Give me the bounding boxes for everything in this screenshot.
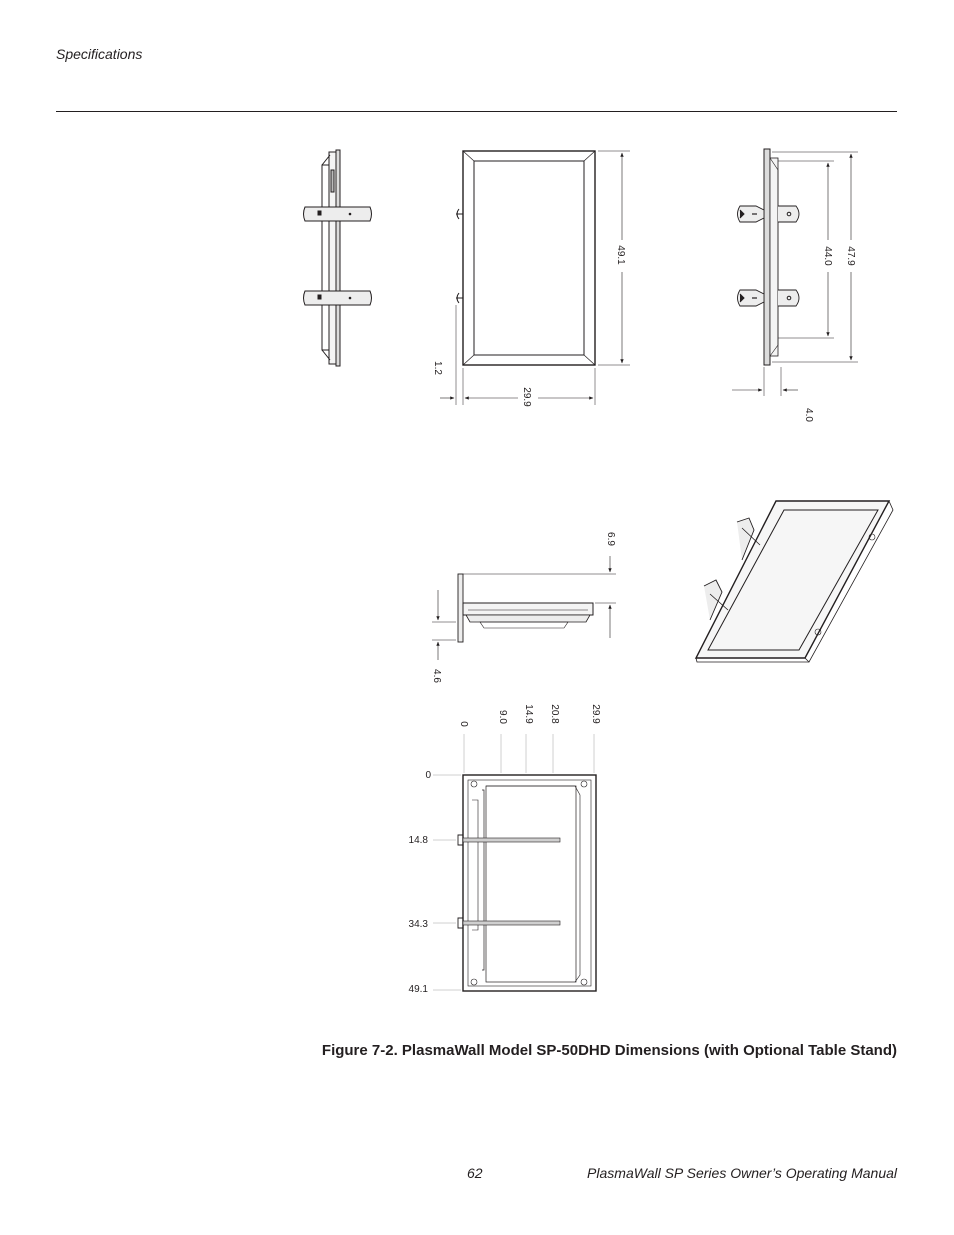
rear-y-tick: 34.3 xyxy=(409,919,429,930)
dimension-drawings: 49.1 29.9 1.2 44.0 47.9 4.0 xyxy=(303,148,894,995)
header-rule xyxy=(56,111,897,112)
front-width-label: 29.9 xyxy=(521,387,532,407)
side-view-left xyxy=(303,149,372,367)
page-number: 62 xyxy=(467,1165,483,1181)
rear-x-tick: 0 xyxy=(458,721,469,727)
perspective-view xyxy=(694,500,894,663)
front-height-label: 49.1 xyxy=(615,245,626,265)
rear-view xyxy=(433,734,597,992)
rear-y-tick: 0 xyxy=(425,770,431,781)
side-view-right xyxy=(732,148,858,396)
side-depth-label: 4.0 xyxy=(803,408,814,422)
stand-depth-label: 4.6 xyxy=(431,669,442,683)
top-view xyxy=(432,556,616,660)
rear-x-tick: 29.9 xyxy=(590,704,601,724)
manual-title: PlasmaWall SP Series Owner’s Operating M… xyxy=(587,1165,897,1181)
rear-x-tick: 9.0 xyxy=(497,710,508,724)
figure-caption: Figure 7-2. PlasmaWall Model SP-50DHD Di… xyxy=(321,1042,897,1059)
rear-x-tick: 20.8 xyxy=(549,704,560,724)
rear-y-tick: 49.1 xyxy=(409,984,429,995)
stand-offset-label: 1.2 xyxy=(432,361,443,375)
rear-x-tick: 14.9 xyxy=(523,704,534,724)
hole-spacing-label: 44.0 xyxy=(822,246,833,266)
overall-height-label: 47.9 xyxy=(845,246,856,266)
section-label: Specifications xyxy=(56,46,143,62)
rear-y-tick: 14.8 xyxy=(409,835,429,846)
front-view xyxy=(440,150,630,405)
top-depth-label: 6.9 xyxy=(605,532,616,546)
